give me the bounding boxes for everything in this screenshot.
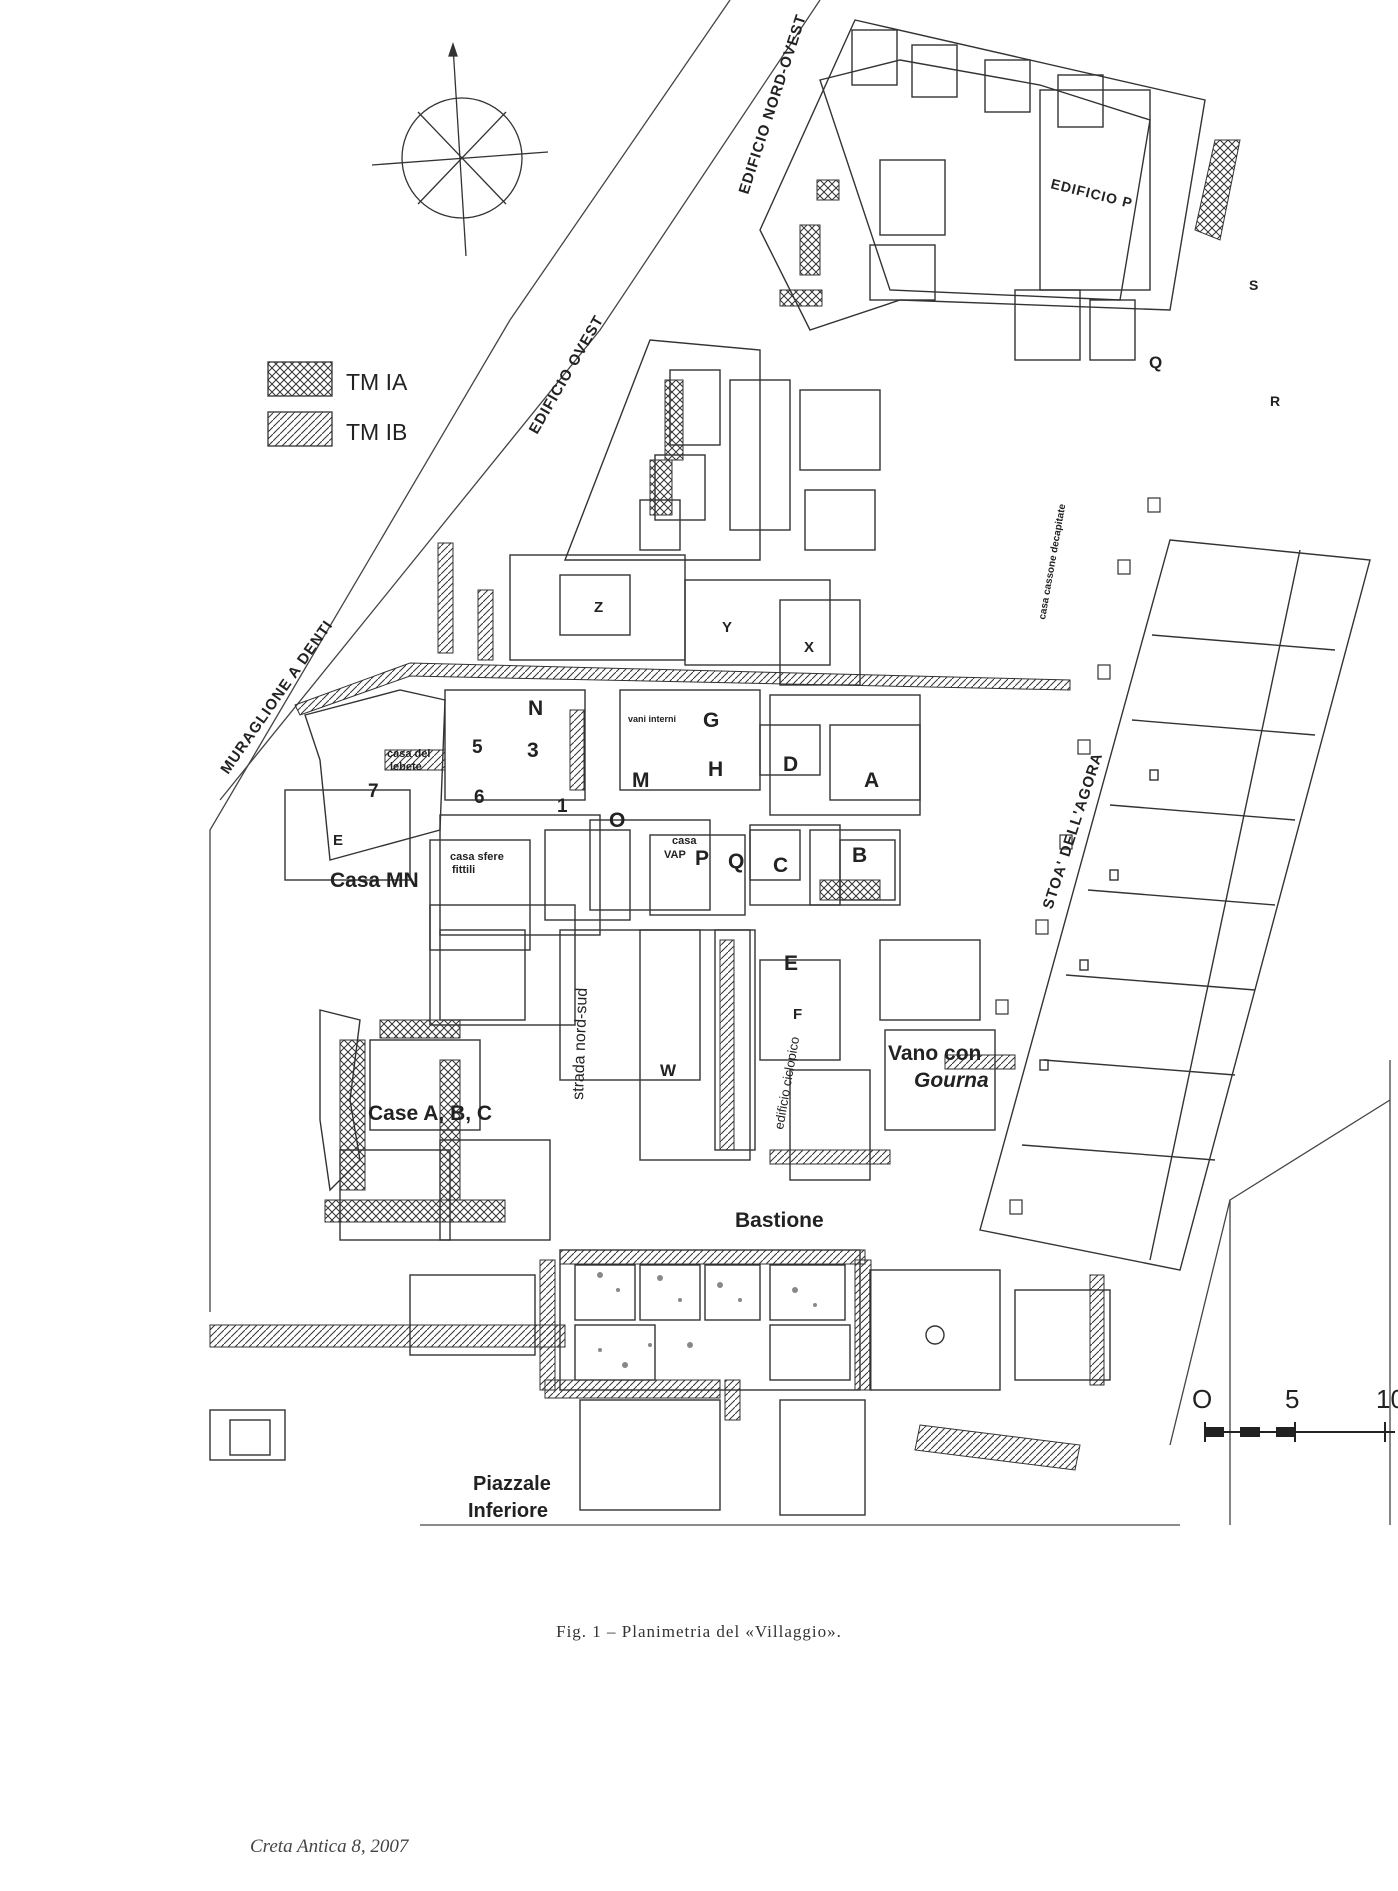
label-gourna: Gourna — [914, 1069, 989, 1092]
legend-swatch-tm-ia — [267, 361, 333, 397]
legend-label-tm-ib: TM IB — [346, 419, 407, 445]
room-f: F — [793, 1006, 802, 1023]
stoa-agora-walls — [979, 539, 1371, 1271]
site-outline — [209, 0, 1391, 1526]
compass-rose-icon — [371, 41, 549, 257]
room-r: R — [1270, 393, 1280, 409]
room-w: W — [660, 1061, 677, 1080]
label-edificio-ovest: EDIFICIO OVEST — [526, 312, 608, 437]
room-3: 3 — [527, 739, 539, 762]
label-edificio-nord-ovest: EDIFICIO NORD-OVEST — [736, 12, 810, 196]
label-casa-del-lebete-2: lebete — [390, 761, 422, 773]
edificio-nord-ovest-walls — [759, 19, 1206, 361]
room-e-center: E — [784, 952, 798, 975]
room-a: A — [864, 769, 879, 792]
bastione-walls — [209, 1249, 1111, 1516]
label-casa-del-lebete-1: casa del — [387, 748, 430, 760]
room-1: 1 — [557, 796, 568, 817]
label-inferiore: Inferiore — [468, 1500, 548, 1522]
room-e-left: E — [333, 832, 343, 849]
label-edificio-ciclopico: edificio ciclopico — [771, 1035, 802, 1130]
room-s: S — [1249, 277, 1258, 293]
room-m: M — [632, 769, 650, 792]
page-footer: Creta Antica 8, 2007 — [250, 1836, 409, 1857]
label-vani-interni: vani interni — [628, 714, 676, 724]
label-casa-cassone: casa cassone decapitate — [1037, 503, 1068, 621]
room-7: 7 — [368, 781, 379, 802]
room-6: 6 — [474, 787, 485, 808]
room-q-center: Q — [728, 850, 744, 873]
figure-caption: Fig. 1 – Planimetria del «Villaggio». — [556, 1622, 842, 1641]
stoa-column-bases — [995, 497, 1161, 1215]
label-bastione: Bastione — [735, 1209, 824, 1232]
label-case-abc: Case A, B, C — [368, 1102, 492, 1125]
label-vano-con: Vano con — [888, 1042, 981, 1065]
label-casa-mn: Casa MN — [330, 869, 419, 892]
label-casa-sfere-1: casa sfere — [450, 851, 504, 863]
label-casa-vap-2: VAP — [664, 849, 686, 861]
room-d: D — [783, 753, 798, 776]
room-q-top: Q — [1149, 353, 1162, 372]
legend-swatch-tm-ib — [267, 411, 333, 447]
room-y: Y — [722, 619, 732, 636]
central-block-walls — [429, 554, 996, 1181]
legend-label-tm-ia: TM IA — [346, 369, 408, 395]
tm-ib-hatched-walls — [209, 542, 1105, 1471]
room-x: X — [804, 639, 814, 656]
label-stoa: STOA' DELL'AGORA — [1040, 750, 1107, 911]
room-g: G — [703, 709, 719, 732]
room-n: N — [528, 697, 543, 720]
room-z: Z — [594, 599, 603, 616]
label-casa-sfere-2: fittili — [452, 864, 475, 876]
room-p: P — [695, 847, 709, 870]
room-o: O — [609, 809, 625, 832]
label-strada: strada nord-sud — [570, 988, 591, 1101]
room-b: B — [852, 844, 867, 867]
rubble-fill — [597, 1272, 817, 1368]
scale-label-5: 5 — [1285, 1384, 1299, 1414]
label-piazzale: Piazzale — [473, 1473, 551, 1495]
room-5: 5 — [472, 737, 483, 758]
left-houses-walls — [284, 689, 551, 1356]
label-casa-vap-1: casa — [672, 835, 697, 847]
edificio-ovest-walls — [563, 339, 881, 561]
legend: TM IA TM IB — [267, 361, 408, 447]
label-edificio-p: EDIFICIO P — [1049, 175, 1134, 211]
scale-label-10: 10 — [1376, 1384, 1398, 1414]
scale-label-0: O — [1192, 1384, 1212, 1414]
site-plan: TM IA TM IB MURAGLIONE A DENTI EDIFICIO … — [209, 0, 1398, 1526]
scale-bar — [1204, 1422, 1395, 1442]
room-labels: Z Y X N G H D A M O P Q C B E E F W S Q … — [333, 277, 1280, 1080]
room-c: C — [773, 854, 788, 877]
room-h: H — [708, 758, 723, 781]
